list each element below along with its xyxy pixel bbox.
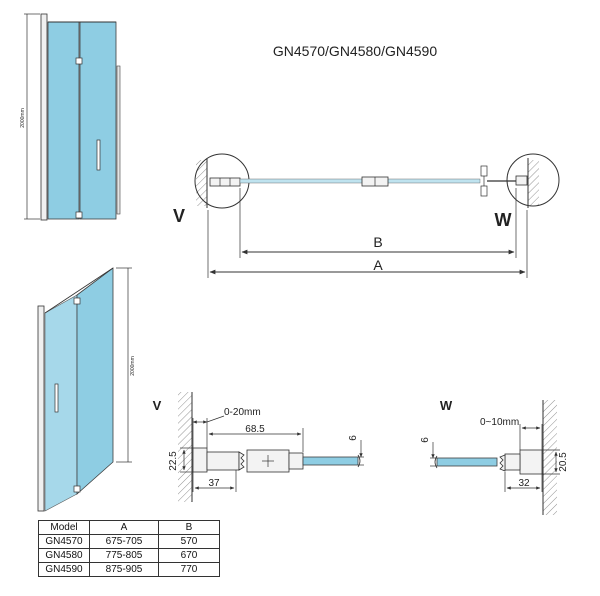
- detail-v-width: 68.5: [245, 424, 265, 435]
- page-title: GN4570/GN4580/GN4590: [273, 43, 437, 59]
- table-cell: 570: [158, 534, 220, 549]
- detail-v: V 0-20mm 68.5 6 22.5: [153, 392, 364, 502]
- table-cell: 670: [158, 548, 220, 563]
- detail-v-height: 22.5: [168, 451, 179, 471]
- table-row: GN4580 775-805 670: [38, 548, 220, 563]
- height-label-bottom: 2000mm: [130, 356, 136, 375]
- table-cell: 775-805: [89, 548, 159, 563]
- plan-label-w: W: [495, 210, 512, 230]
- detail-w-adjust: 0~10mm: [480, 417, 519, 428]
- table-header-cell: Model: [38, 520, 90, 535]
- plan-view: V W B A: [173, 153, 560, 278]
- height-label-top: 2000mm: [20, 108, 26, 127]
- table-cell: GN4570: [38, 534, 90, 549]
- table-cell: GN4580: [38, 548, 90, 563]
- elevation-closed: 2000mm: [20, 13, 121, 221]
- table-row: GN4570 675-705 570: [38, 534, 220, 549]
- table-cell: GN4590: [38, 562, 90, 577]
- detail-w-offset: 32: [518, 478, 530, 489]
- detail-v-offset: 37: [208, 478, 220, 489]
- dimension-table: Model A B GN4570 675-705 570 GN4580 775-…: [38, 520, 220, 577]
- detail-v-label: V: [153, 398, 162, 413]
- plan-label-v: V: [173, 206, 185, 226]
- table-header-cell: A: [89, 520, 159, 535]
- detail-v-adjust: 0-20mm: [224, 407, 261, 418]
- dim-b-label: B: [373, 234, 382, 250]
- detail-v-glass: 6: [348, 435, 359, 441]
- detail-w-height: 20.5: [558, 452, 569, 472]
- detail-w-glass: 6: [420, 437, 431, 443]
- table-header-row: Model A B: [38, 520, 220, 535]
- detail-w-label: W: [440, 398, 453, 413]
- table-cell: 675-705: [89, 534, 159, 549]
- table-row: GN4590 875-905 770: [38, 562, 220, 577]
- detail-w: W 0~10mm 6 20.5 32: [420, 398, 569, 515]
- elevation-folded: 2000mm: [37, 267, 136, 512]
- table-cell: 875-905: [89, 562, 159, 577]
- table-header-cell: B: [158, 520, 220, 535]
- table-cell: 770: [158, 562, 220, 577]
- dim-a-label: A: [373, 257, 383, 273]
